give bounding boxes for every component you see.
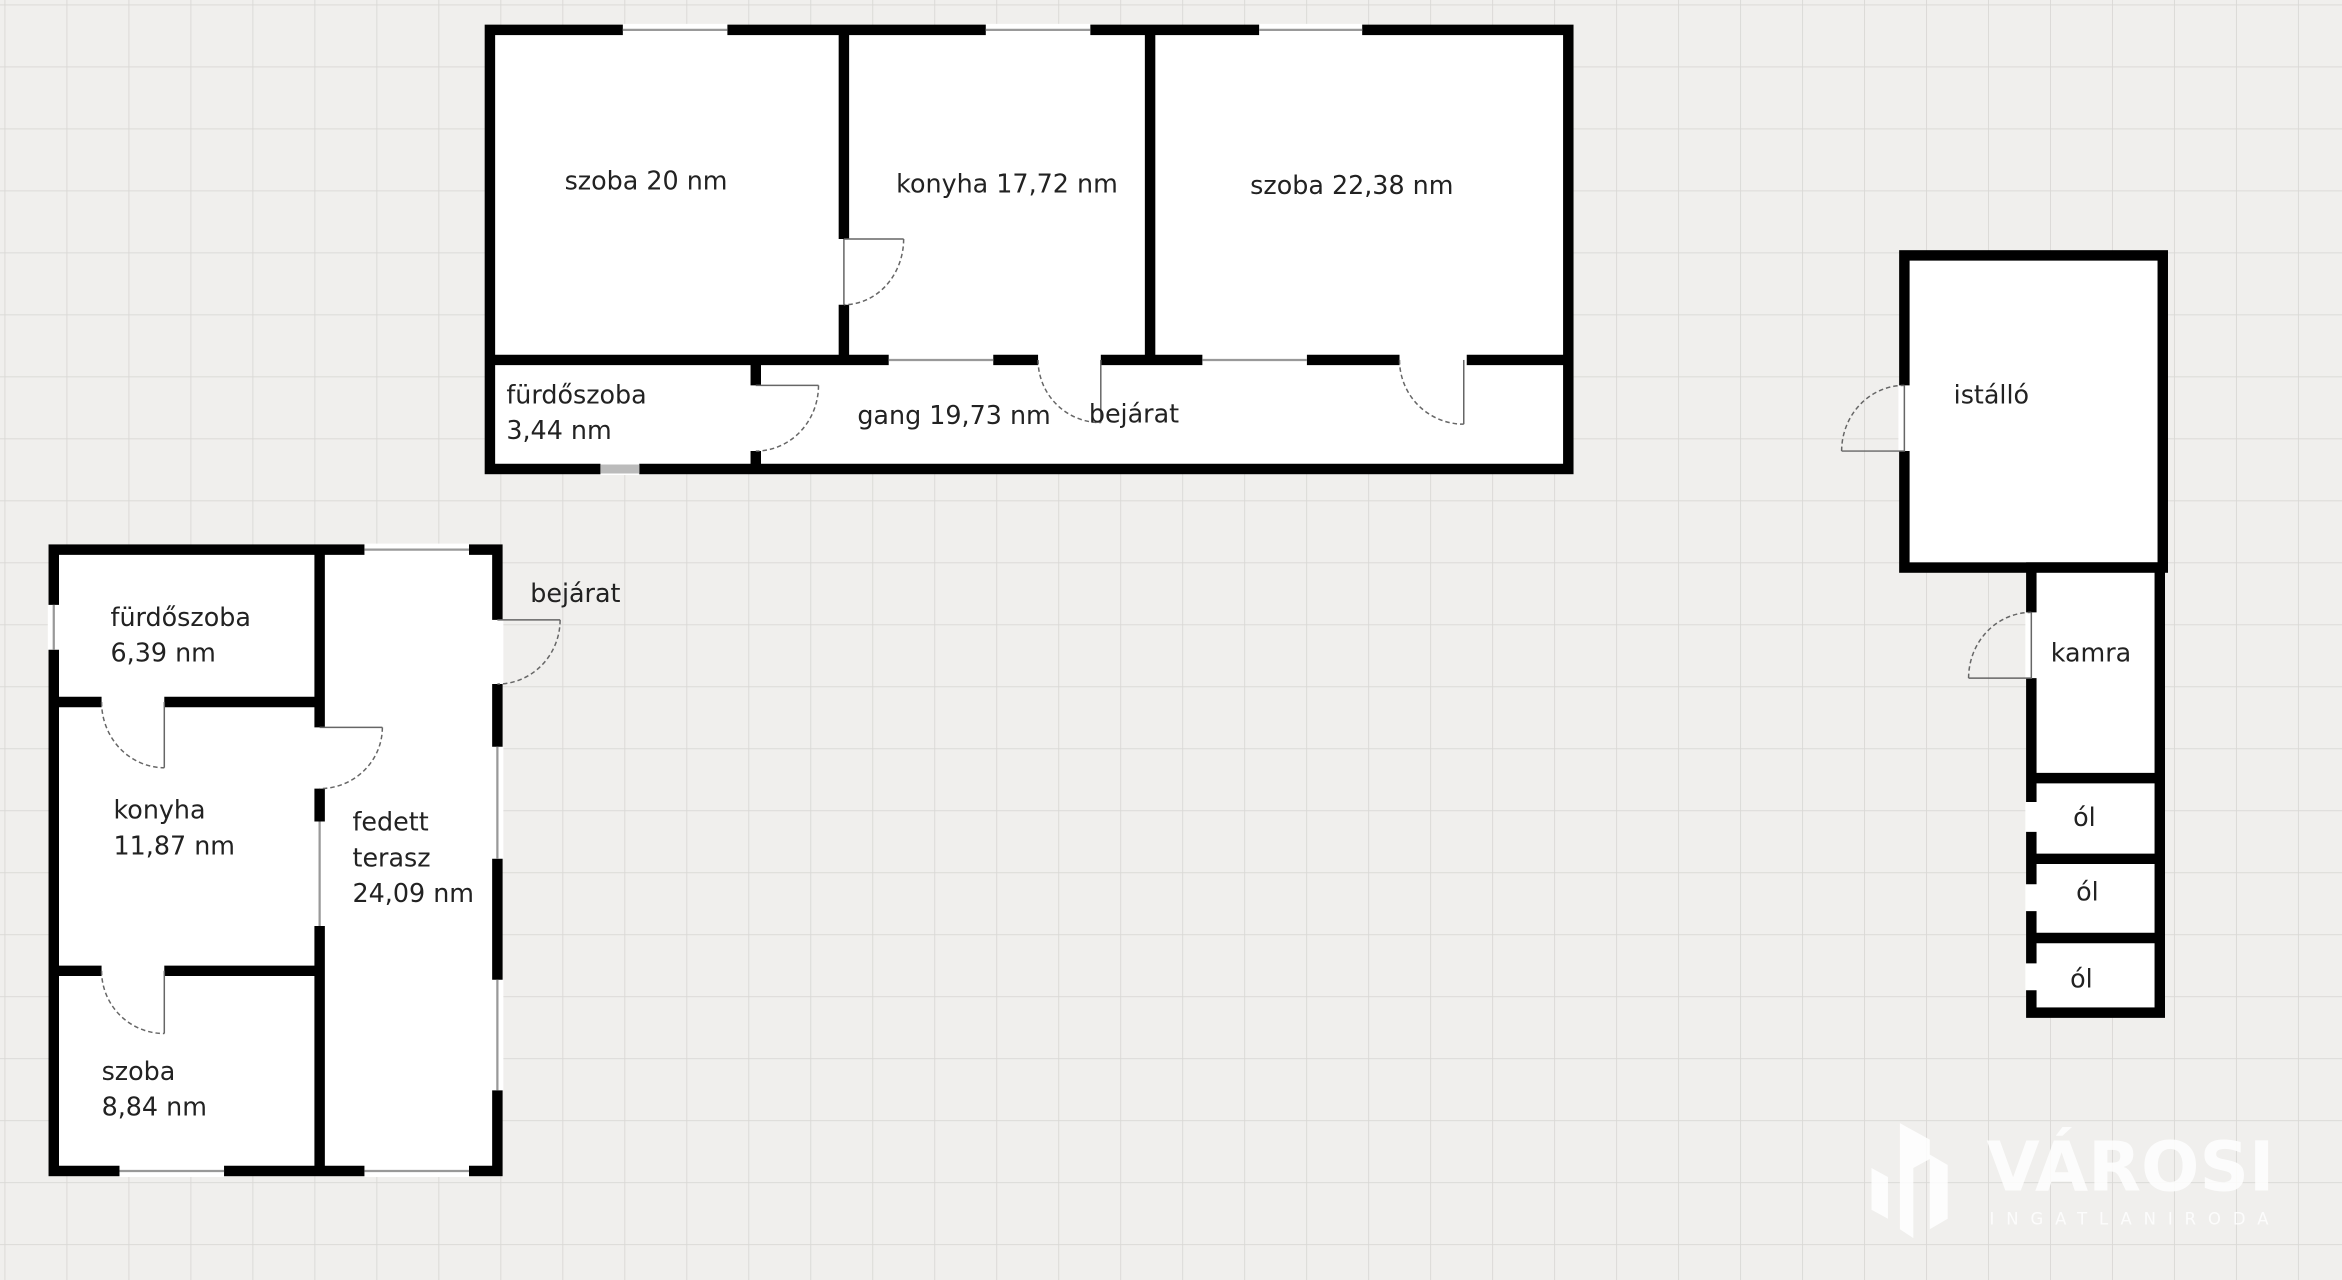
room-area: 11,87 nm [114, 830, 236, 860]
room-label: ól [2070, 963, 2093, 993]
door [749, 384, 820, 452]
door [100, 964, 166, 1035]
watermark-logo: VÁROSI INGATLANIRODA [1871, 1123, 2281, 1239]
watermark-title: VÁROSI [1987, 1125, 2275, 1207]
room-label: ól [2076, 877, 2099, 907]
door [1967, 611, 2038, 679]
room-area: 6,39 nm [111, 638, 216, 668]
main-building: szoba 20 nm konyha 17,72 nm szoba 22,38 … [484, 23, 1574, 475]
room-label: fürdőszoba [506, 379, 646, 409]
room-area: 8,84 nm [102, 1092, 207, 1122]
room-label: kamra [2051, 638, 2132, 668]
room-label: szoba 22,38 nm [1250, 170, 1453, 200]
room-label: szoba 20 nm [565, 166, 728, 196]
room-label: fedett [352, 806, 428, 836]
outbuilding: istálló kamra ól ól ól [1840, 250, 2168, 1018]
room-area: 3,44 nm [506, 415, 611, 445]
door [837, 238, 905, 306]
watermark-subtitle: INGATLANIRODA [1990, 1210, 2281, 1229]
room-label: konyha 17,72 nm [896, 169, 1118, 199]
door [1840, 384, 1911, 452]
door [491, 619, 561, 685]
entrance-label: bejárat [530, 578, 620, 608]
room-area: 24,09 nm [352, 878, 474, 908]
small-building: fürdőszoba 6,39 nm konyha 11,87 nm szoba… [47, 543, 621, 1177]
room-label: gang 19,73 nm [857, 400, 1050, 430]
building-logo-icon [1871, 1123, 1948, 1239]
door [1398, 353, 1467, 425]
room-label: fürdőszoba [111, 602, 251, 632]
door [313, 726, 384, 790]
room-label: istálló [1954, 379, 2029, 409]
room-label: ól [2073, 802, 2096, 832]
room-label: konyha [114, 794, 206, 824]
entrance-label: bejárat [1089, 399, 1179, 429]
room-label: terasz [352, 842, 430, 872]
room-label: szoba [102, 1056, 176, 1086]
door [1037, 353, 1102, 424]
door [100, 696, 166, 769]
